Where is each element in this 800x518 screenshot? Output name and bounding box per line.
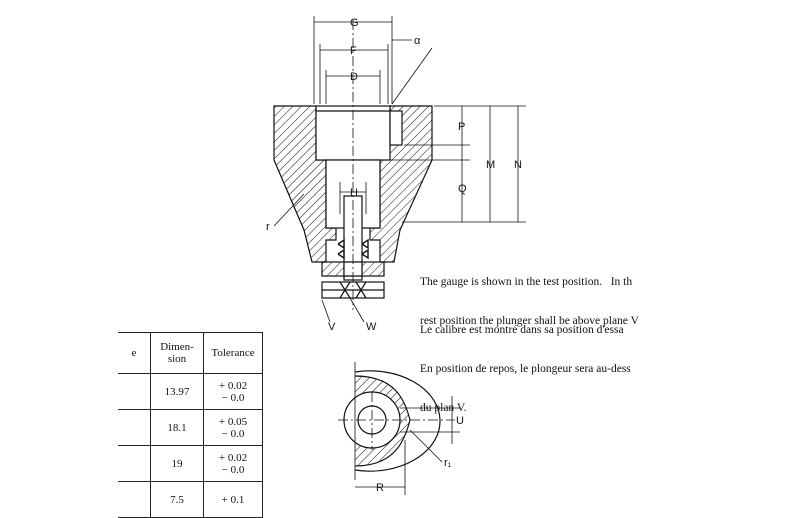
- tolerance-cell: + 0.02 − 0.0: [203, 445, 263, 482]
- tolerance-table: e Dimen- sion Tolerance 13.97 + 0.02 − 0…: [118, 332, 263, 518]
- label-D: D: [350, 71, 358, 83]
- note-en-line1: The gauge is shown in the test position.…: [420, 276, 633, 288]
- table-header-row: e Dimen- sion Tolerance: [118, 332, 263, 374]
- note-fr-line2: En position de repos, le plongeur sera a…: [420, 363, 631, 375]
- note-french: Le calibre est montré dans sa position d…: [420, 298, 631, 428]
- note-fr-line1: Le calibre est montré dans sa position d…: [420, 324, 624, 336]
- label-N: N: [514, 159, 522, 171]
- header-col-0: e: [118, 332, 151, 374]
- header-dimension: Dimen- sion: [150, 332, 204, 374]
- note-fr-line3: du plan V.: [420, 402, 467, 414]
- label-P: P: [458, 121, 465, 133]
- gauge-section-view: [273, 16, 526, 323]
- note-en-line2: rest position the plunger shall be above…: [420, 315, 639, 327]
- label-F: F: [350, 45, 357, 57]
- label-V: V: [328, 321, 336, 333]
- dimension-cell: 13.97: [150, 373, 204, 410]
- tolerance-cell: + 0.02 − 0.0: [203, 373, 263, 410]
- technical-drawing: G F D α P Q M N H r V W U r₁ R: [266, 16, 526, 495]
- key-slot: [389, 110, 403, 146]
- label-G: G: [350, 17, 359, 29]
- table-row: 18.1 + 0.05 − 0.0: [118, 409, 263, 446]
- label-W: W: [366, 321, 377, 333]
- note-english: The gauge is shown in the test position.…: [420, 250, 639, 341]
- label-r: r: [266, 221, 270, 233]
- label-U: U: [456, 415, 464, 427]
- table-row: 13.97 + 0.02 − 0.0: [118, 373, 263, 410]
- plan-outer-arc: [354, 370, 441, 472]
- label-r1: r₁: [444, 457, 452, 469]
- dimension-cell: 18.1: [150, 409, 204, 446]
- label-Q: Q: [458, 183, 467, 195]
- table-row: 19 + 0.02 − 0.0: [118, 445, 263, 482]
- header-tolerance: Tolerance: [203, 332, 263, 374]
- tolerance-cell: + 0.05 − 0.0: [203, 409, 263, 446]
- spring: [337, 238, 369, 260]
- label-alpha: α: [414, 35, 421, 47]
- label-R: R: [376, 482, 384, 494]
- label-H: H: [350, 187, 358, 199]
- plan-view: [338, 362, 460, 495]
- dimension-cell: 19: [150, 445, 204, 482]
- label-M: M: [486, 159, 495, 171]
